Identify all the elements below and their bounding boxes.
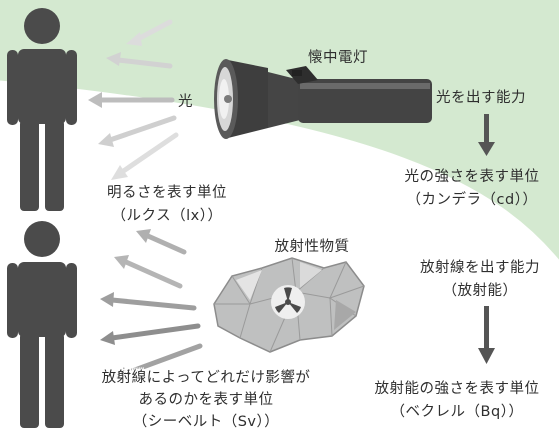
radiation-ray-arrow <box>100 323 201 345</box>
brightness-unit-line1: 明るさを表す単位 <box>107 185 227 201</box>
radioactive-rock-icon <box>213 257 365 353</box>
strength-line2: （ベクレル（Bq）） <box>390 404 524 420</box>
flashlight-label: 懐中電灯 <box>308 50 368 66</box>
effect-line1: 放射線によってどれだけ影響が <box>101 370 311 386</box>
light-label: 光 <box>178 94 193 110</box>
intensity-line1: 光の強さを表す単位 <box>404 169 540 185</box>
down-arrow-icon <box>478 114 495 156</box>
effect-line2: あるのかを表す単位 <box>138 392 274 408</box>
light-ray-arrow <box>126 19 173 46</box>
person-icon-bottom <box>7 221 77 428</box>
substance-label: 放射性物質 <box>274 239 350 255</box>
light-ray-arrow <box>106 52 173 69</box>
light-ray-arrow <box>98 115 177 147</box>
intensity-line2: （カンデラ（cd）） <box>406 192 538 208</box>
flashlight-icon <box>214 59 432 139</box>
strength-line1: 放射能の強さを表す単位 <box>374 381 540 397</box>
light-ray-arrow <box>88 92 175 108</box>
light-rays <box>88 19 179 180</box>
green-backdrop <box>0 0 559 262</box>
radiation-ability-line1: 放射線を出す能力 <box>420 260 540 276</box>
brightness-unit-line2: （ルクス（lx）） <box>111 208 223 224</box>
effect-line3: （シーベルト（Sv）） <box>132 414 280 430</box>
radiation-rays <box>100 229 203 381</box>
light-ray-arrow <box>111 132 179 180</box>
radiation-ability-line2: （放射能） <box>442 283 518 299</box>
ability-label: 光を出す能力 <box>436 90 526 106</box>
person-icon-top <box>7 8 77 211</box>
radiation-ray-arrow <box>136 229 187 255</box>
radiation-ray-arrow <box>100 292 197 311</box>
radiation-ray-arrow <box>112 343 203 381</box>
down-arrow-icon <box>478 306 495 364</box>
radiation-ray-arrow <box>114 255 183 289</box>
